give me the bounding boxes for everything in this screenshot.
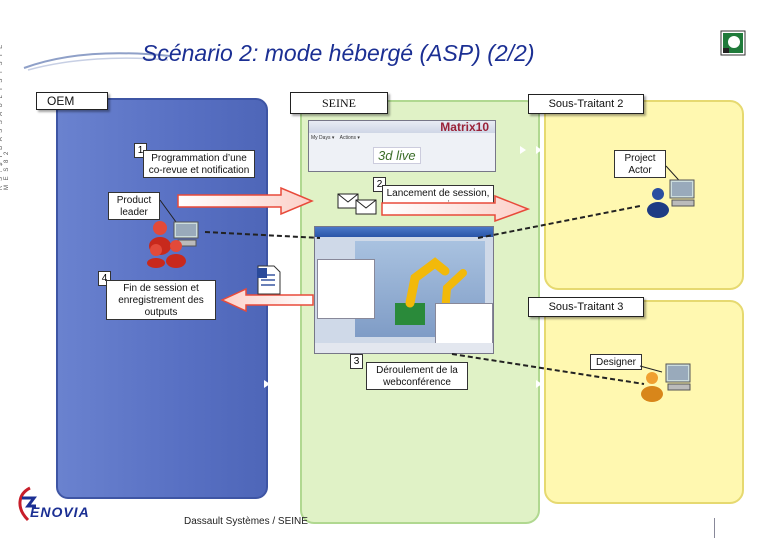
step-3-text: Déroulement de la webconférence (366, 362, 468, 390)
product-leader-label: Product leader (108, 192, 160, 220)
step-1-text: Programmation d’une co-revue et notifica… (143, 150, 255, 178)
step-4-text: Fin de session et enregistrement des out… (106, 280, 216, 320)
designer-label: Designer (590, 354, 642, 370)
title-swoosh-icon (23, 52, 171, 71)
document-icon (257, 265, 281, 295)
enovia-brand: ENOVIA (30, 504, 90, 520)
arrow-right-2 (381, 194, 530, 222)
envelope-icon (337, 193, 377, 215)
oem-label: OEM (36, 92, 108, 110)
enovia-logo (18, 486, 37, 522)
screen-menu: My Days ▾ Actions ▾ (311, 135, 360, 141)
step-3-number: 3 (350, 354, 363, 369)
sous-traitant-3-panel (544, 300, 744, 504)
seine-label: SEINE (290, 92, 388, 114)
webconference-screen (314, 226, 494, 354)
sous-traitant-3-label: Sous-Traitant 3 (528, 297, 644, 317)
computer-icon (641, 363, 691, 402)
person-icon (647, 179, 695, 218)
project-actor-label: Project Actor (614, 150, 666, 178)
corner-logo (720, 30, 746, 56)
footer-text: Dassault Systèmes / SEINE (184, 516, 308, 527)
bottom-divider (714, 518, 715, 538)
matrix-screen-top: Matrix10 My Days ▾ Actions ▾ 3d live (308, 120, 496, 172)
brand-3dlive: 3d live (373, 147, 421, 164)
page-title: Scénario 2: mode hébergé (ASP) (2/2) (142, 40, 535, 66)
matrix-logo: Matrix10 (440, 120, 489, 134)
arrow-left-4 (220, 288, 314, 312)
sous-traitant-2-label: Sous-Traitant 2 (528, 94, 644, 114)
sous-traitant-2-panel (544, 100, 744, 290)
arrow-right-1 (177, 186, 314, 216)
users-icon (147, 221, 199, 268)
